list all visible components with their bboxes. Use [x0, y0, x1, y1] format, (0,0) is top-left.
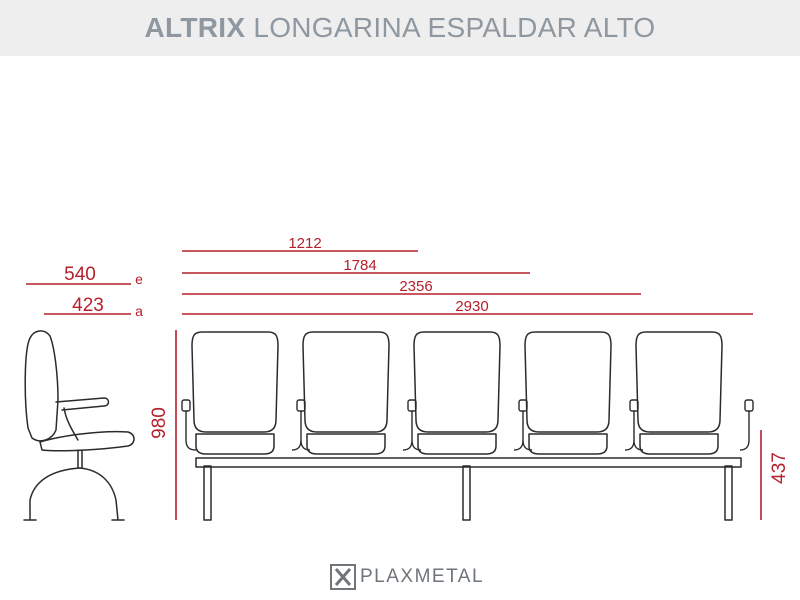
- dim-label-423: 423: [72, 295, 104, 316]
- dim-label-1784: 1784: [343, 257, 376, 274]
- plaxmetal-logo-text: PLAXMETAL: [360, 566, 485, 587]
- side-seat: [39, 430, 135, 452]
- armrest-1: [181, 399, 197, 451]
- side-leg-front: [29, 467, 81, 521]
- header-title: LONGARINA ESPALDAR ALTO: [253, 12, 656, 43]
- dim-label-437: 437: [769, 452, 790, 484]
- dim-tag-a: a: [135, 303, 143, 319]
- front-seat-4: [524, 331, 612, 455]
- page-header: ALTRIX LONGARINA ESPALDAR ALTO: [0, 0, 800, 56]
- armrest-6: [739, 399, 754, 451]
- armrest-4: [513, 399, 533, 451]
- side-armrest: [55, 397, 110, 411]
- dim-label-1212: 1212: [288, 235, 321, 252]
- beam-leg-right: [724, 465, 733, 521]
- dim-label-540: 540: [64, 264, 96, 285]
- armrest-3: [402, 399, 422, 451]
- armrest-5: [624, 399, 644, 451]
- side-view-chair: [23, 330, 135, 521]
- front-seat-1: [191, 331, 279, 455]
- width-dimensions: [182, 250, 753, 315]
- beam-leg-center: [462, 465, 471, 521]
- front-view-beam: [195, 457, 742, 521]
- front-seat-2: [302, 331, 390, 455]
- beam-leg-left: [203, 465, 212, 521]
- armrest-2: [291, 399, 311, 451]
- front-seat-5: [635, 331, 723, 455]
- dim-label-980: 980: [149, 407, 170, 439]
- dim-tag-e: e: [135, 271, 143, 287]
- side-leg-back: [79, 467, 119, 521]
- dim-label-2930: 2930: [455, 298, 488, 315]
- front-armrests: [181, 399, 754, 451]
- front-seat-3: [413, 331, 501, 455]
- dim-label-2356: 2356: [399, 278, 432, 295]
- header-brand: ALTRIX: [144, 12, 246, 43]
- beam: [195, 457, 742, 468]
- side-dimensions: [26, 283, 131, 315]
- plaxmetal-logo: PLAXMETAL: [330, 563, 484, 591]
- height-dimensions: [175, 330, 762, 520]
- plaxmetal-logo-icon: [330, 564, 356, 590]
- side-arm-support: [63, 407, 79, 441]
- side-backrest: [24, 330, 59, 442]
- front-view-seats: [191, 331, 723, 455]
